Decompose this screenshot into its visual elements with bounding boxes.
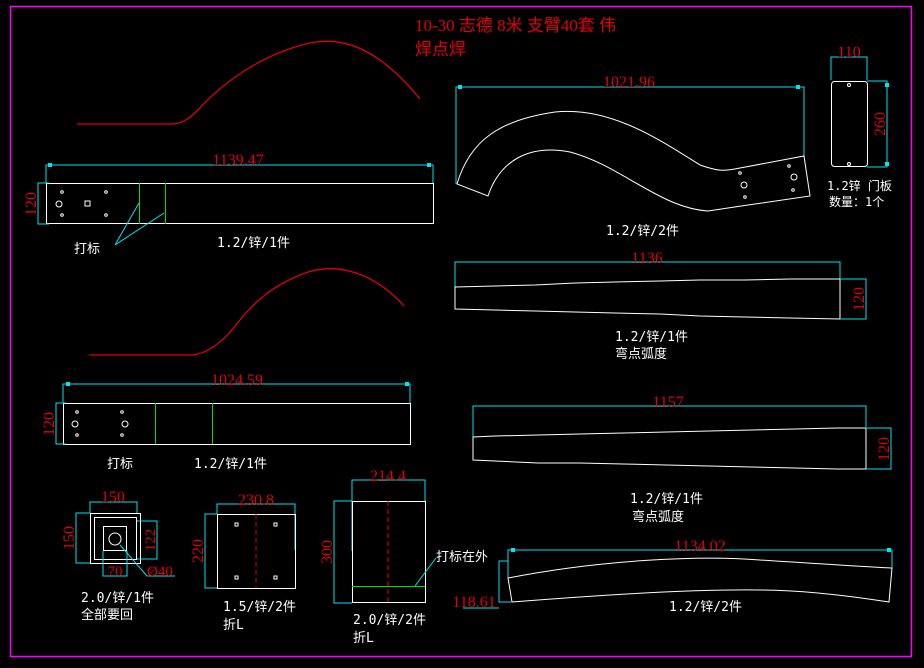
- mark-label: 打标在外: [436, 550, 488, 565]
- dimension-line: [62, 383, 411, 403]
- dimension-line: [89, 501, 138, 513]
- dimension-line: [507, 549, 893, 578]
- part-plate-230[interactable]: 230.8 220 1.5/锌/2件 折L: [190, 492, 296, 633]
- part-outline: [472, 427, 867, 470]
- part-note: 1.2/锌/2件: [606, 224, 679, 239]
- part-note-1: 2.0/锌/1件: [81, 591, 154, 606]
- part-outline: [352, 501, 426, 603]
- part-outline: [46, 183, 434, 224]
- part-note-1: 1.2锌 门板: [827, 178, 892, 193]
- part-arm-mid[interactable]: 1024.59 120 打标 1.2/锌/1件: [41, 372, 411, 472]
- part-note-2: 数量：1个: [829, 194, 884, 209]
- part-plate-214[interactable]: 214.4 300 打标在外 2.0/锌/2件 折L: [319, 468, 488, 646]
- part-note-2: 全部要回: [81, 607, 133, 623]
- dimension-length: 1136: [631, 250, 662, 267]
- dimension-width: 120: [41, 412, 58, 436]
- dimension-window: 70: [108, 564, 123, 580]
- part-note-1: 1.5/锌/2件: [223, 600, 296, 615]
- title-line-2: 焊点焊: [415, 40, 466, 59]
- leader-line: [114, 202, 165, 246]
- mounting-holes: [55, 190, 108, 217]
- dimension-height: 260: [872, 112, 889, 136]
- part-curved-arm[interactable]: 1021.96 1.2/锌/2件: [455, 74, 811, 239]
- part-note-2: 折L: [223, 618, 244, 633]
- dimension-side: 150: [61, 526, 78, 550]
- dimension-height: 118.61: [452, 594, 495, 611]
- plate-outer: [90, 513, 141, 564]
- dimension-line: [472, 405, 867, 437]
- part-outline: [63, 403, 411, 445]
- part-door-panel[interactable]: 110 260 1.2锌 门板 数量：1个: [827, 44, 892, 209]
- drawing-frame: [9, 5, 913, 658]
- dimension-outer: 150: [101, 489, 125, 506]
- part-outline: [507, 557, 893, 603]
- part-outline: [454, 278, 841, 320]
- dimension-width: 214.4: [370, 468, 406, 485]
- part-note: 1.2/锌/2件: [669, 600, 742, 615]
- dimension-width: 120: [851, 287, 868, 311]
- dimension-length: 1157: [652, 394, 683, 411]
- part-strip-1157[interactable]: 1157 120 1.2/锌/1件 弯点弧度: [472, 394, 893, 525]
- part-outline: [456, 110, 811, 212]
- mark-label: 打标: [74, 242, 100, 257]
- bend-profile-curve-top: [77, 40, 421, 125]
- part-note: 1.2/锌/1件: [217, 236, 290, 251]
- part-outline: [831, 81, 868, 167]
- dimension-line: [454, 261, 841, 287]
- part-note-2: 折L: [353, 631, 374, 646]
- dimension-width: 120: [23, 192, 40, 216]
- dimension-length: 1021.96: [603, 74, 655, 91]
- dimension-length: 1139.47: [212, 152, 263, 169]
- dimension-length: 1134.02: [674, 538, 725, 555]
- bend-profile-curve-mid: [89, 268, 405, 356]
- mark-label: 打标: [107, 457, 133, 472]
- leader-line: [414, 557, 437, 587]
- dimension-line: [351, 479, 426, 551]
- dimension-line: [830, 56, 868, 80]
- part-strip-1136[interactable]: 1136 120 1.2/锌/1件 弯点弧度: [454, 250, 868, 362]
- part-square-plate[interactable]: 150 150 122 70 Ø40 2.0/锌/1件 全部要回: [61, 489, 175, 623]
- part-note-1: 2.0/锌/2件: [353, 613, 426, 628]
- dimension-line: [45, 164, 434, 183]
- part-note: 1.2/锌/1件: [194, 457, 267, 472]
- dimension-height: 300: [319, 540, 336, 564]
- part-note-1: 1.2/锌/1件: [630, 492, 703, 507]
- dimension-width: 230.8: [238, 492, 274, 509]
- dimension-line: [455, 86, 805, 184]
- dimension-width: 120: [876, 437, 893, 461]
- dimension-hole: Ø40: [147, 564, 173, 580]
- dimension-length: 1024.59: [211, 372, 263, 389]
- part-arc-strip[interactable]: 1134.02 118.61 1.2/锌/2件: [452, 538, 893, 615]
- dimension-height: 220: [190, 539, 207, 563]
- part-note-2: 弯点弧度: [615, 346, 667, 362]
- dimension-width: 110: [837, 44, 860, 61]
- part-note-1: 1.2/锌/1件: [615, 330, 688, 345]
- dimension-inner: 122: [143, 529, 159, 552]
- part-note-2: 弯点弧度: [632, 509, 684, 525]
- title-line-1: 10-30 志德 8米 支臂40套 伟: [415, 16, 616, 35]
- part-arm-top[interactable]: 1139.47 120 打标 1.2/锌/1件: [23, 152, 434, 257]
